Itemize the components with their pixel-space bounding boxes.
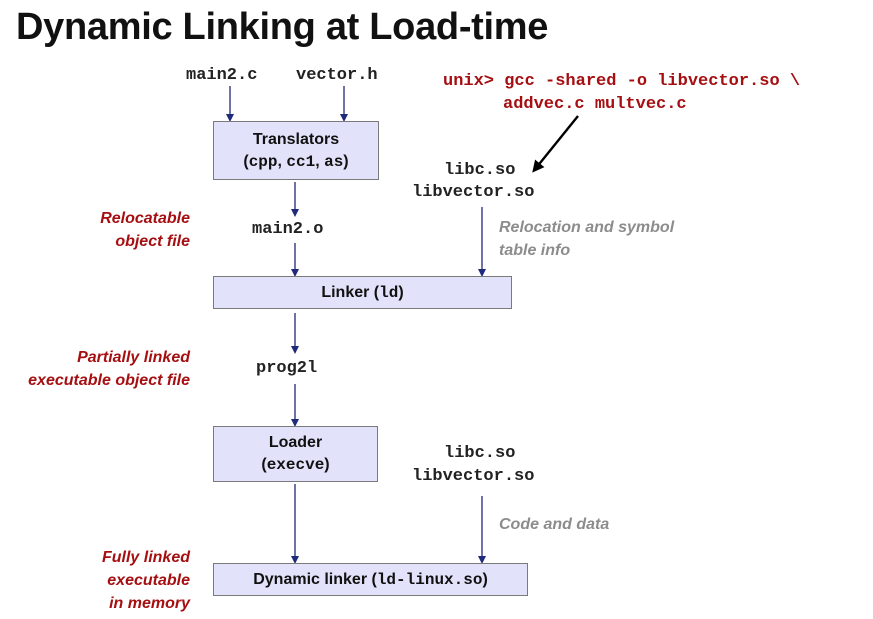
vector-h-label: vector.h <box>296 66 378 85</box>
main2-c-label: main2.c <box>186 66 258 85</box>
code-and-data-note: Code and data <box>499 516 610 533</box>
gcc-command-line2: addvec.c multvec.c <box>503 95 687 114</box>
libc-so-bottom: libc.so <box>444 444 516 463</box>
translators-tools: (cpp, cc1, as) <box>243 152 349 171</box>
fully-linked-label: Fully linked executable in memory <box>101 549 190 612</box>
libc-so-top: libc.so <box>444 161 516 180</box>
libvector-so-bottom: libvector.so <box>412 467 535 486</box>
loader-box: Loader (execve) <box>213 426 378 482</box>
libvector-so-top: libvector.so <box>412 183 535 202</box>
translators-title: Translators <box>252 130 340 148</box>
linker-box: Linker (ld) <box>213 276 512 309</box>
relocatable-object-label: Relocatable object file <box>100 210 190 250</box>
prog2l-label: prog2l <box>256 359 318 378</box>
partially-linked-label: Partially linked executable object file <box>28 349 190 389</box>
relocation-note: Relocation and symbol table info <box>499 219 675 259</box>
dynamic-linker-box: Dynamic linker (ld-linux.so) <box>213 563 528 596</box>
gcc-command-line1: unix> gcc -shared -o libvector.so \ <box>443 72 801 91</box>
main2-o-label: main2.o <box>252 220 324 239</box>
translators-box: Translators (cpp, cc1, as) <box>213 121 379 180</box>
page-title: Dynamic Linking at Load-time <box>16 6 549 48</box>
arrow-command-to-libc <box>532 115 579 173</box>
